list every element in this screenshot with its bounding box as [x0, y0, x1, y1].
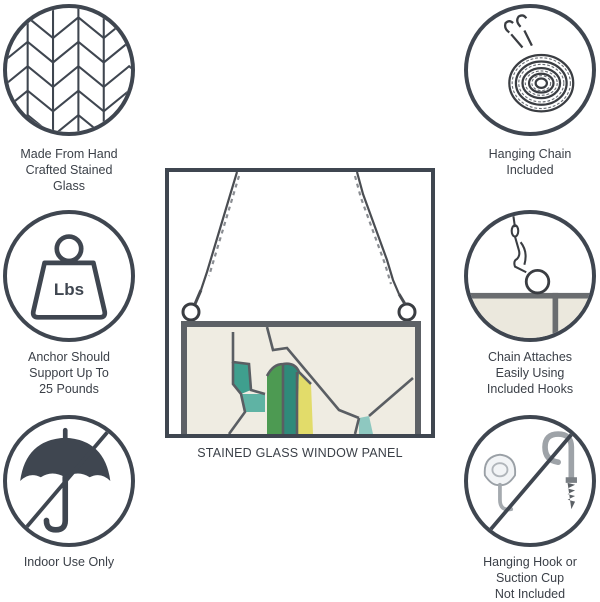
- caption-line: Not Included: [494, 587, 566, 601]
- stained-glass-caption: Made From Hand Crafted Stained Glass: [0, 146, 144, 194]
- chain-caption: Hanging Chain Included: [455, 146, 600, 178]
- product-panel: [165, 168, 435, 438]
- hanging-chain-icon: [181, 172, 417, 322]
- chain-circle: [464, 4, 596, 136]
- caption-line: 25 Pounds: [39, 382, 99, 396]
- umbrella-crossed-icon: [20, 425, 114, 533]
- anchor-caption: Anchor Should Support Up To 25 Pounds: [0, 349, 144, 397]
- weight-icon: [30, 234, 108, 320]
- caption-line: Easily Using: [495, 366, 565, 380]
- caption-line: Glass: [53, 179, 85, 193]
- caption-line: Chain Attaches: [487, 350, 573, 364]
- caption-line: Hanging Chain: [488, 147, 572, 161]
- caption-line: Hanging Hook or: [483, 555, 577, 569]
- hook-icon: [468, 214, 592, 338]
- caption-line: Crafted Stained: [25, 163, 113, 177]
- stained-glass-circle: [3, 4, 135, 136]
- suction-cup-icon: [483, 453, 517, 512]
- caption-line: Anchor Should: [27, 350, 110, 364]
- weight-badge: Lbs: [53, 280, 85, 299]
- caption-line: Included: [506, 163, 554, 177]
- hooks-circle: [464, 210, 596, 342]
- anchor-circle: Lbs: [3, 210, 135, 342]
- caption-line: Included Hooks: [486, 382, 574, 396]
- hooks-caption: Chain Attaches Easily Using Included Hoo…: [455, 349, 600, 397]
- suction-cup-crossed-icon: [483, 429, 577, 533]
- caption-line: Indoor Use Only: [23, 555, 115, 569]
- not-included-caption: Hanging Hook or Suction Cup Not Included: [455, 554, 600, 602]
- chain-icon: [503, 14, 575, 113]
- not-included-circle: [464, 415, 596, 547]
- caption-line: Suction Cup: [495, 571, 565, 585]
- indoor-caption: Indoor Use Only: [0, 554, 144, 570]
- indoor-circle: [3, 415, 135, 547]
- panel-title: STAINED GLASS WINDOW PANEL: [197, 446, 403, 460]
- caption-line: Support Up To: [29, 366, 109, 380]
- caption-line: Made From Hand: [20, 147, 118, 161]
- stained-glass-panel-image: [181, 172, 421, 434]
- chevron-pattern-icon: [7, 8, 131, 132]
